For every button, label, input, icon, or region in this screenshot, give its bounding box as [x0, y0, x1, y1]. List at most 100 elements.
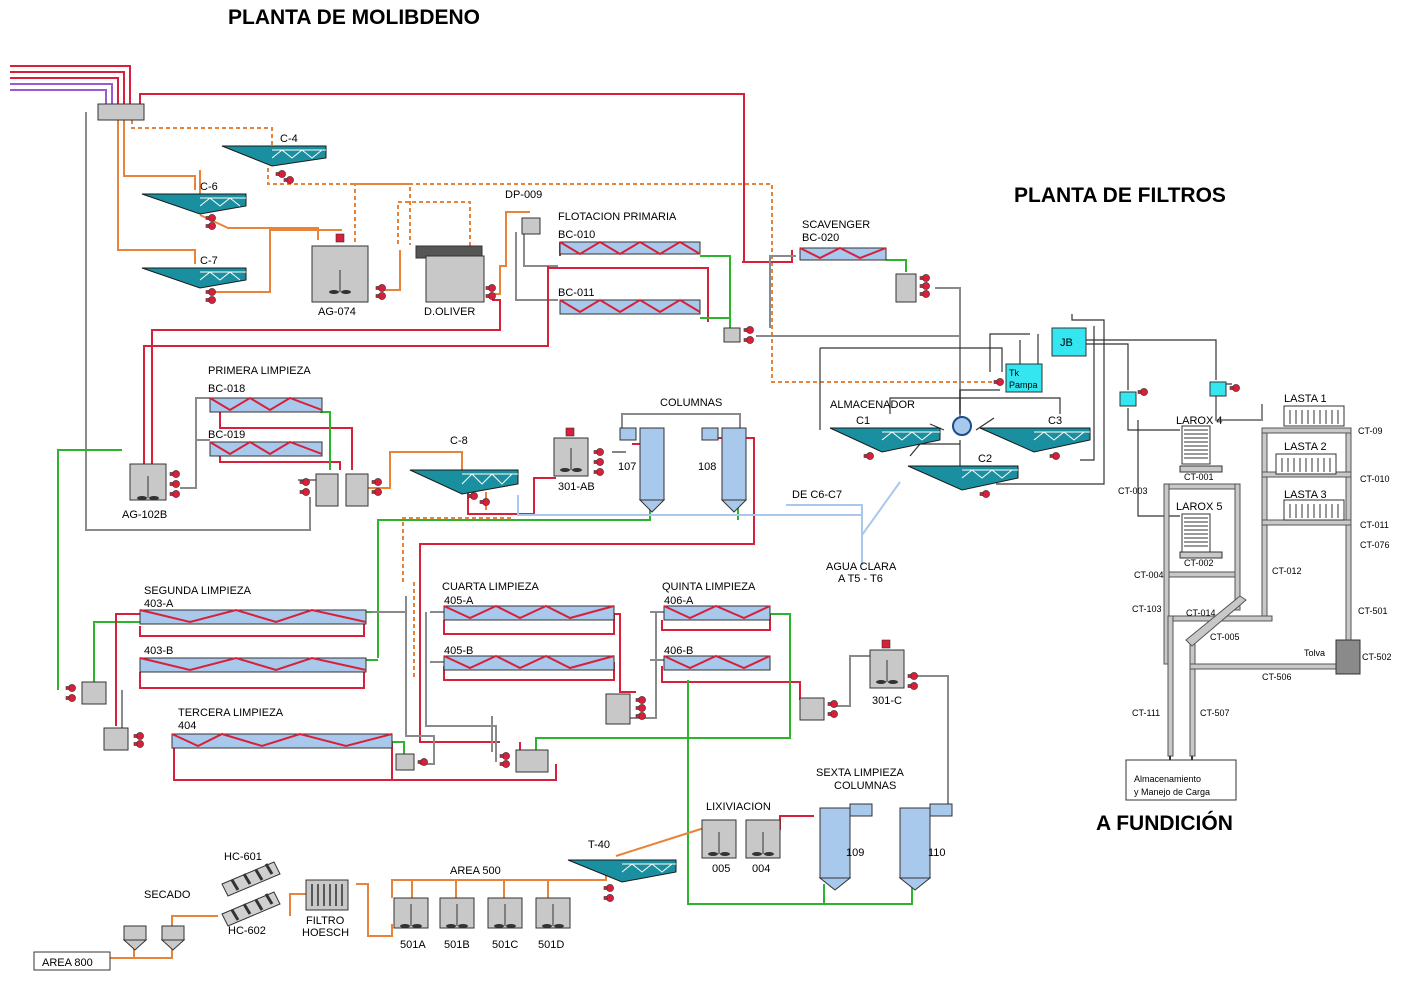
bc010-label: BC-010 — [558, 229, 595, 241]
thickener-c6-label: C-6 — [200, 181, 218, 193]
cells-bc020 — [800, 248, 886, 260]
ct076-label: CT-076 — [1360, 540, 1390, 550]
c107-label: 107 — [618, 461, 636, 473]
cells-bc010 — [560, 242, 700, 254]
lasta3-label: LASTA 3 — [1284, 489, 1327, 501]
dryer-hc601 — [222, 862, 280, 896]
tank-301c: 301-C — [870, 640, 918, 707]
column-108: 108 — [698, 428, 746, 512]
box-second — [82, 682, 106, 704]
tank-301ab: 301-AB — [554, 428, 604, 493]
a501d-label: 501D — [538, 939, 564, 951]
s403b-label: 403-B — [144, 645, 173, 657]
thickener-c7-label: C-7 — [200, 255, 218, 267]
ct002-label: CT-002 — [1184, 558, 1214, 568]
box-third — [104, 728, 128, 750]
storage-distributor — [953, 417, 971, 435]
quinta-limpieza-label: QUINTA LIMPIEZA — [662, 581, 756, 593]
cells-405a — [444, 606, 614, 620]
a501a-label: 501A — [400, 939, 426, 951]
ct012-label: CT-012 — [1272, 566, 1302, 576]
sexta-columnas-label: COLUMNAS — [834, 780, 896, 792]
thickener-c8: C-8 — [410, 435, 518, 506]
bc018-label: BC-018 — [208, 383, 245, 395]
a501b-label: 501B — [444, 939, 470, 951]
cuarta-limpieza-label: CUARTA LIMPIEZA — [442, 581, 539, 593]
filter-lasta1 — [1284, 406, 1344, 426]
filtro-label: FILTRO — [306, 915, 345, 927]
filter-d-oliver: D.OLIVER — [416, 246, 496, 318]
c405a-label: 405-A — [444, 595, 474, 607]
s403a-label: 403-A — [144, 598, 174, 610]
column-107: 107 — [618, 428, 664, 512]
box-first-b — [346, 474, 368, 506]
c3-label: C3 — [1048, 415, 1062, 427]
primera-limpieza-label: PRIMERA LIMPIEZA — [208, 365, 311, 377]
box-first-a — [316, 474, 338, 506]
almacenador-label: ALMACENADOR — [830, 399, 915, 411]
thickener-c1 — [830, 428, 940, 460]
tolva-label: Tolva — [1304, 648, 1325, 658]
scavenger-box — [896, 274, 916, 302]
ct111-label: CT-111 — [1132, 708, 1160, 718]
cells-406a — [664, 606, 770, 620]
d-oliver-label: D.OLIVER — [424, 306, 475, 318]
bc011-label: BC-011 — [558, 287, 594, 299]
box-fourth — [606, 694, 630, 724]
ct001-label: CT-001 — [1184, 472, 1214, 482]
hc601-label: HC-601 — [224, 851, 262, 863]
segunda-limpieza-label: SEGUNDA LIMPIEZA — [144, 585, 252, 597]
larox-feed-box — [1120, 392, 1136, 406]
title-filtros: PLANTA DE FILTROS — [1014, 184, 1226, 207]
c109-label: 109 — [846, 847, 864, 859]
ct005-label: CT-005 — [1210, 632, 1240, 642]
hoesch-label: HOESCH — [302, 927, 349, 939]
ct004-label: CT-004 — [1134, 570, 1164, 580]
box-fifth — [800, 698, 824, 720]
filter-larox5 — [1180, 514, 1222, 558]
box-third-small — [396, 754, 414, 770]
ct011-label: CT-011 — [1360, 520, 1389, 530]
cells-bc018 — [210, 398, 322, 412]
box-fourth-collector — [516, 750, 548, 772]
c8-label: C-8 — [450, 435, 468, 447]
area800-label: AREA 800 — [42, 957, 93, 969]
q406b-label: 406-B — [664, 645, 693, 657]
a501c-label: 501C — [492, 939, 518, 951]
ct014-label: CT-014 — [1186, 608, 1216, 618]
ct506-label: CT-506 — [1262, 672, 1292, 682]
cells-404 — [172, 734, 392, 748]
l004-label: 004 — [752, 863, 770, 875]
filter-lasta2 — [1276, 454, 1336, 474]
lixiviacion-label: LIXIVIACION — [706, 801, 771, 813]
flotacion-primaria-label: FLOTACION PRIMARIA — [558, 211, 677, 223]
l005-label: 005 — [712, 863, 730, 875]
ct003-label: CT-003 — [1118, 486, 1148, 496]
cells-403b — [140, 658, 366, 672]
cells-403a — [140, 610, 366, 624]
column-110: 110 — [900, 804, 952, 890]
tk-label: Tk — [1009, 368, 1019, 378]
lasta1-label: LASTA 1 — [1284, 393, 1327, 405]
c405b-label: 405-B — [444, 645, 473, 657]
ct507-label: CT-507 — [1200, 708, 1230, 718]
ag102b-label: AG-102B — [122, 509, 167, 521]
filter-hoesch — [306, 880, 348, 910]
almacenamiento-label: Almacenamiento — [1134, 774, 1201, 784]
agua-clara-label: AGUA CLARA — [826, 561, 897, 573]
c2-label: C2 — [978, 453, 992, 465]
thickener-c4: C-4 — [222, 133, 326, 184]
dryer-hc602 — [222, 892, 280, 926]
column-109: 109 — [820, 804, 872, 890]
tank-ag074: AG-074 — [312, 234, 386, 318]
cells-406b — [664, 656, 770, 670]
tercera-limpieza-label: TERCERA LIMPIEZA — [178, 707, 284, 719]
ab301-label: 301-AB — [558, 481, 595, 493]
filter-larox4 — [1180, 426, 1222, 472]
manejo-carga-label: y Manejo de Carga — [1134, 787, 1210, 797]
sexta-limpieza-label: SEXTA LIMPIEZA — [816, 767, 904, 779]
c1-label: C1 — [856, 415, 870, 427]
bc020-label: BC-020 — [802, 232, 839, 244]
